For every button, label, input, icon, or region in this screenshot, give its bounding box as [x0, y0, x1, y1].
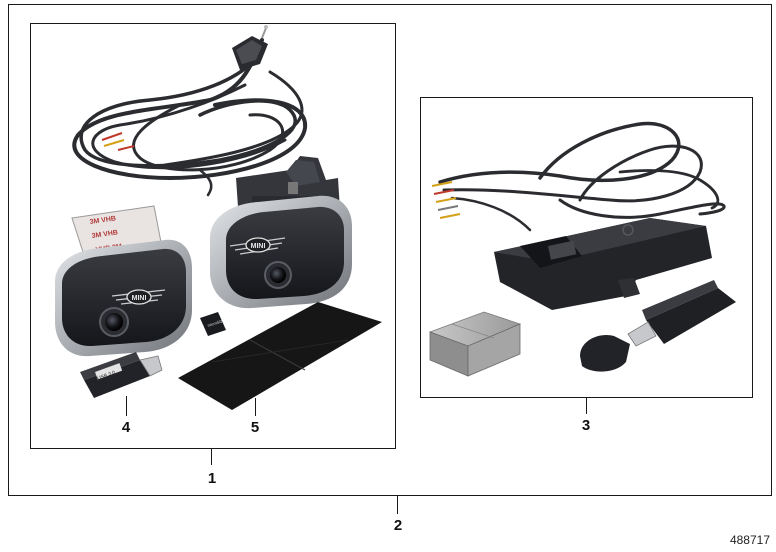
callout-5: 5 [250, 419, 260, 436]
control-unit [494, 218, 712, 310]
usb-dongle-cap [580, 334, 630, 372]
harness-plug [232, 25, 268, 70]
usb-stick: USB 3.0 [80, 352, 163, 398]
microsd-card: microSD [200, 312, 226, 336]
mini-logo-text: MINI [132, 295, 147, 302]
sd-card-text: microSD [207, 318, 223, 328]
front-camera: 3M VHB 3M VHB VHB 3M MINI [55, 205, 192, 357]
callout-3: 3 [581, 417, 591, 434]
usb-dongle [627, 280, 736, 347]
callout-4: 4 [121, 419, 131, 436]
diagram-id: 488717 [729, 533, 770, 547]
leader-line-2 [397, 496, 399, 514]
control-unit-kit-frame [420, 97, 753, 398]
wire-ends [101, 132, 135, 151]
mini-logo-rear: MINI [229, 237, 286, 255]
leader-line-3 [586, 398, 588, 414]
callout-2: 2 [393, 517, 403, 534]
rear-camera: MINI [210, 156, 352, 309]
mini-logo-front: MINI [111, 289, 166, 305]
control-unit-harness [438, 121, 726, 232]
sticker-text: 3M VHB [89, 215, 116, 226]
leader-line-1 [211, 449, 213, 465]
adhesive-pads [178, 302, 382, 410]
svg-text:3M VHB: 3M VHB [91, 229, 118, 240]
callout-1: 1 [207, 470, 217, 487]
foam-block [428, 311, 522, 377]
wiring-harness [72, 38, 308, 197]
svg-text:MINI: MINI [251, 243, 266, 250]
leader-line-4 [126, 396, 128, 416]
assembly-frame [8, 4, 772, 496]
camera-kit-frame [30, 23, 396, 449]
leader-line-5 [255, 398, 257, 416]
control-unit-wire-ends [431, 181, 461, 219]
